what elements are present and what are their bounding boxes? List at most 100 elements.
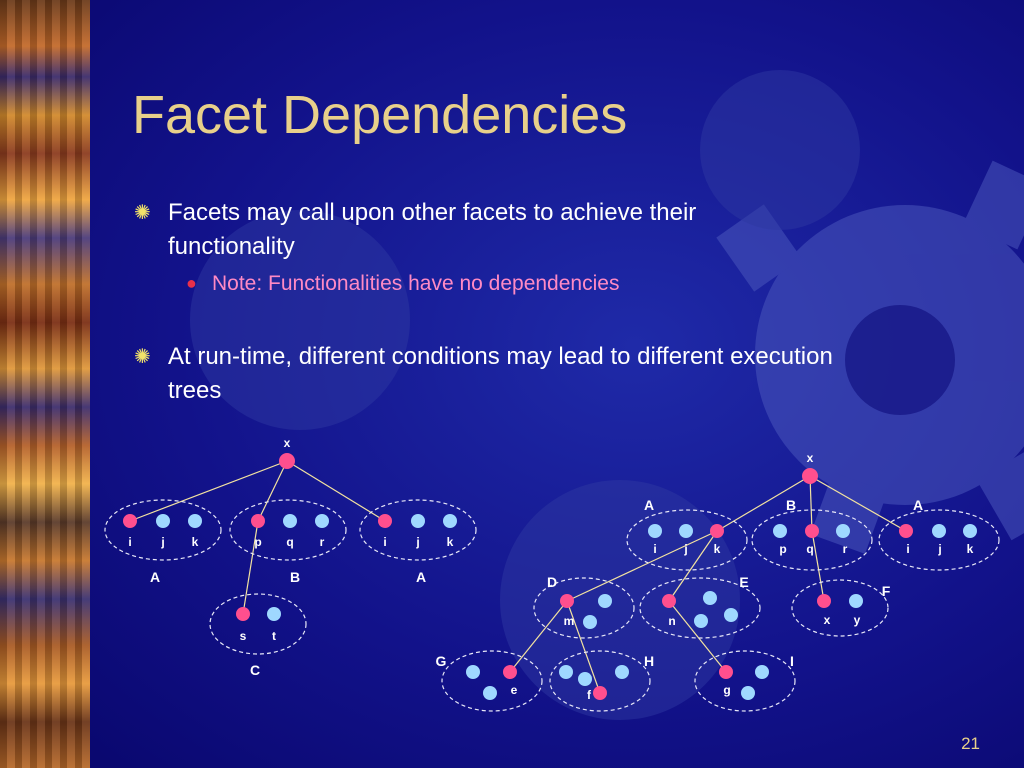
active-functionality-node	[251, 514, 265, 528]
functionality-label: g	[723, 683, 730, 697]
facet-group-outline	[878, 509, 1000, 571]
bullet-text: Facets may call upon other facets to ach…	[168, 199, 697, 260]
active-functionality-node	[378, 514, 392, 528]
functionality-label: j	[937, 542, 941, 556]
functionality-label: q	[806, 542, 813, 556]
facet-group-name: A	[416, 569, 426, 585]
functionality-node	[741, 686, 755, 700]
dependency-edge	[809, 475, 813, 532]
functionality-node	[679, 524, 693, 538]
facet-group-outline	[209, 593, 307, 655]
root-node	[802, 468, 818, 484]
facet-group-name: B	[786, 497, 796, 513]
facet-group-name: F	[882, 583, 891, 599]
facet-group-outline	[639, 577, 761, 639]
functionality-node	[578, 672, 592, 686]
functionality-label: x	[824, 613, 831, 627]
functionality-label: k	[714, 542, 721, 556]
facet-group-name: D	[547, 574, 557, 590]
dependency-edge	[242, 520, 259, 615]
functionality-node	[559, 665, 573, 679]
functionality-label: m	[564, 614, 575, 628]
functionality-node	[724, 608, 738, 622]
bullet-marker-icon: ✺	[134, 346, 151, 368]
facet-group-name: A	[644, 497, 654, 513]
dependency-edge	[566, 530, 718, 602]
active-functionality-node	[560, 594, 574, 608]
sub-bullet-text: Note: Functionalities have no dependenci…	[212, 272, 620, 295]
edge-layer	[129, 460, 907, 694]
active-functionality-node	[662, 594, 676, 608]
functionality-label: y	[854, 613, 861, 627]
facet-group-outline	[791, 579, 889, 637]
sub-bullet-marker-icon: ●	[186, 273, 197, 293]
bullet-item: ✺ Facets may call upon other facets to a…	[134, 196, 818, 264]
functionality-label: s	[240, 629, 247, 643]
functionality-label: j	[683, 542, 687, 556]
functionality-node	[483, 686, 497, 700]
active-functionality-node	[503, 665, 517, 679]
functionality-node	[156, 514, 170, 528]
bullet-text: At run-time, different conditions may le…	[168, 343, 833, 404]
functionality-label: t	[272, 629, 276, 643]
dependency-edge	[286, 460, 386, 522]
functionality-label: k	[447, 535, 454, 549]
facet-group-outline	[626, 509, 748, 571]
facet-group-name: G	[436, 653, 447, 669]
functionality-label: r	[843, 542, 848, 556]
root-label: x	[284, 436, 291, 450]
facet-group-name: E	[739, 574, 748, 590]
functionality-node	[648, 524, 662, 538]
active-functionality-node	[899, 524, 913, 538]
functionality-node	[773, 524, 787, 538]
root-label: x	[807, 451, 814, 465]
dependency-edge	[811, 530, 825, 602]
facet-group-outline	[751, 509, 873, 571]
sub-bullet-item: ● Note: Functionalities have no dependen…	[186, 270, 620, 298]
bullet-item: ✺ At run-time, different conditions may …	[134, 340, 858, 408]
functionality-node	[583, 615, 597, 629]
functionality-label: r	[320, 535, 325, 549]
active-functionality-node	[719, 665, 733, 679]
functionality-node	[283, 514, 297, 528]
functionality-label: k	[967, 542, 974, 556]
active-functionality-node	[817, 594, 831, 608]
functionality-label: i	[128, 535, 131, 549]
facet-group-outline	[549, 650, 651, 712]
functionality-label: p	[779, 542, 786, 556]
bullet-marker-icon: ✺	[134, 202, 151, 224]
root-node	[279, 453, 295, 469]
active-functionality-node	[593, 686, 607, 700]
functionality-label: f	[587, 688, 592, 702]
dependency-edge	[668, 530, 718, 602]
functionality-node	[315, 514, 329, 528]
dependency-edge	[716, 475, 811, 532]
functionality-node	[963, 524, 977, 538]
functionality-label: i	[653, 542, 656, 556]
functionality-node	[443, 514, 457, 528]
dependency-edge	[668, 600, 727, 673]
functionality-label: q	[286, 535, 293, 549]
functionality-label: i	[383, 535, 386, 549]
active-functionality-node	[236, 607, 250, 621]
dependency-edge	[509, 600, 568, 673]
facet-group-outline	[359, 499, 477, 561]
dependency-edge	[129, 460, 288, 522]
gear-decoration-icon	[190, 70, 860, 720]
facet-group-name: I	[790, 653, 794, 669]
functionality-node	[411, 514, 425, 528]
decorative-gear-strip	[0, 0, 90, 768]
functionality-node	[466, 665, 480, 679]
active-functionality-node	[710, 524, 724, 538]
functionality-node	[703, 591, 717, 605]
functionality-label: i	[906, 542, 909, 556]
functionality-label: e	[511, 683, 518, 697]
functionality-label: j	[415, 535, 419, 549]
facet-group-name: C	[250, 662, 260, 678]
facet-group-outline	[694, 650, 796, 712]
functionality-node	[598, 594, 612, 608]
facet-group-outline	[533, 577, 635, 639]
